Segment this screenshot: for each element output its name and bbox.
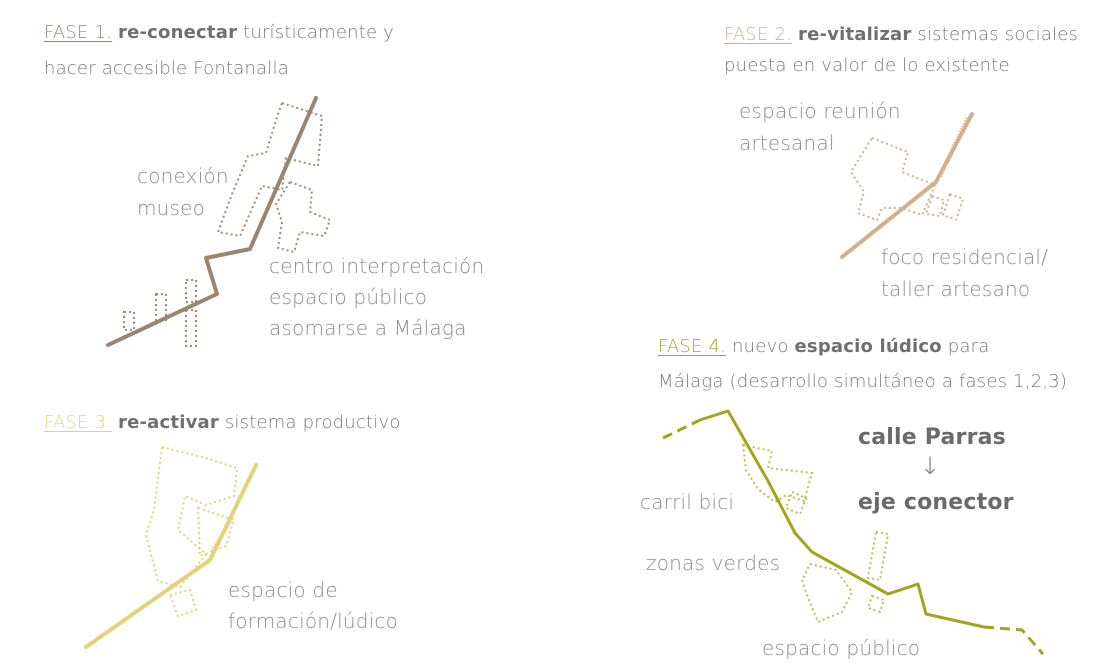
fase1-label-centro: centro interpretación (269, 254, 485, 278)
fase4-route-dashed-end (983, 625, 1045, 655)
fase3-block-b (196, 506, 236, 558)
fase4-verb: espacio lúdico (794, 336, 942, 357)
fase2-block-c (941, 193, 965, 221)
fase4-rest: para (947, 336, 990, 357)
fase1-block-c (155, 293, 167, 321)
fase3-verb: re-activar (118, 412, 219, 433)
fase1-block-b (123, 311, 135, 331)
fase1-subtitle: hacer accesible Fontanalla (44, 58, 289, 79)
fase3-rest: sistema productivo (224, 412, 401, 433)
fase1-drawing (106, 96, 332, 347)
fase4-block-a (741, 443, 814, 504)
fase3-heading: FASE 3. re-activar sistema productivo (44, 407, 401, 439)
fase2-route (840, 112, 974, 259)
fase4-label-calle-parras: calle Parras (858, 425, 1006, 450)
fase4-arrow-down-icon: ↓ (920, 452, 941, 480)
fase2-drawing (840, 112, 974, 259)
fase2-label-taller: taller artesano (881, 277, 1031, 301)
fase4-pre: nuevo (732, 336, 789, 357)
fase1-phase-label: FASE 1. (44, 22, 113, 43)
fase1-block-a (274, 180, 332, 254)
fase4-heading: FASE 4. nuevo espacio lúdico para (658, 331, 989, 363)
fase4-subtitle: Málaga (desarrollo simultáneo a fases 1,… (658, 371, 1068, 392)
fase1-label-asomarse: asomarse a Málaga (269, 316, 467, 340)
fase4-block-b (784, 490, 808, 516)
fase3-label-formacion: formación/lúdico (228, 609, 399, 633)
fase2-verb: re-vitalizar (798, 24, 912, 45)
fase4-block-e (866, 594, 886, 614)
fase2-rest: sistemas sociales (917, 24, 1079, 45)
fase1-label-conexion: conexión (137, 164, 229, 188)
fase4-label-eje-conector: eje conector (858, 490, 1014, 515)
fase1-block-d (185, 279, 197, 303)
fase2-label-reunion: espacio reunión (739, 99, 901, 123)
fase4-phase-label: FASE 4. (658, 336, 727, 357)
fase3-label-espacio: espacio de (228, 578, 338, 602)
fase1-label-museo: museo (137, 196, 206, 220)
fase4-label-espacio-publico: espacio público (762, 636, 921, 660)
fase2-block-a (849, 136, 937, 222)
fase1-heading: FASE 1. re-conectar turísticamente y (44, 17, 394, 49)
fase4-block-c (800, 562, 854, 624)
fase2-subtitle: puesta en valor de lo existente (724, 55, 1010, 76)
fase2-label-foco: foco residencial/ (881, 245, 1049, 269)
fase3-phase-label: FASE 3. (44, 412, 113, 433)
fase4-block-d (866, 530, 890, 582)
fase3-drawing (84, 445, 258, 649)
fase1-block-e (185, 309, 197, 347)
fase4-label-carril-bici: carril bici (640, 490, 735, 514)
fase3-block-c (168, 588, 198, 618)
fase1-label-publico: espacio público (269, 285, 428, 309)
fase2-label-artesanal: artesanal (739, 131, 835, 155)
fase1-rest: turísticamente y (243, 22, 395, 43)
fase2-heading: FASE 2. re-vitalizar sistemas sociales (724, 19, 1078, 51)
fase4-label-zonas-verdes: zonas verdes (646, 551, 781, 575)
fase1-route (106, 96, 318, 347)
fase4-main-route (699, 409, 985, 629)
fase4-route-dashed-start (662, 418, 701, 440)
fase2-phase-label: FASE 2. (724, 24, 793, 45)
fase3-route (84, 463, 258, 649)
fase1-verb: re-conectar (118, 22, 238, 43)
fase4-drawing (662, 409, 1045, 655)
